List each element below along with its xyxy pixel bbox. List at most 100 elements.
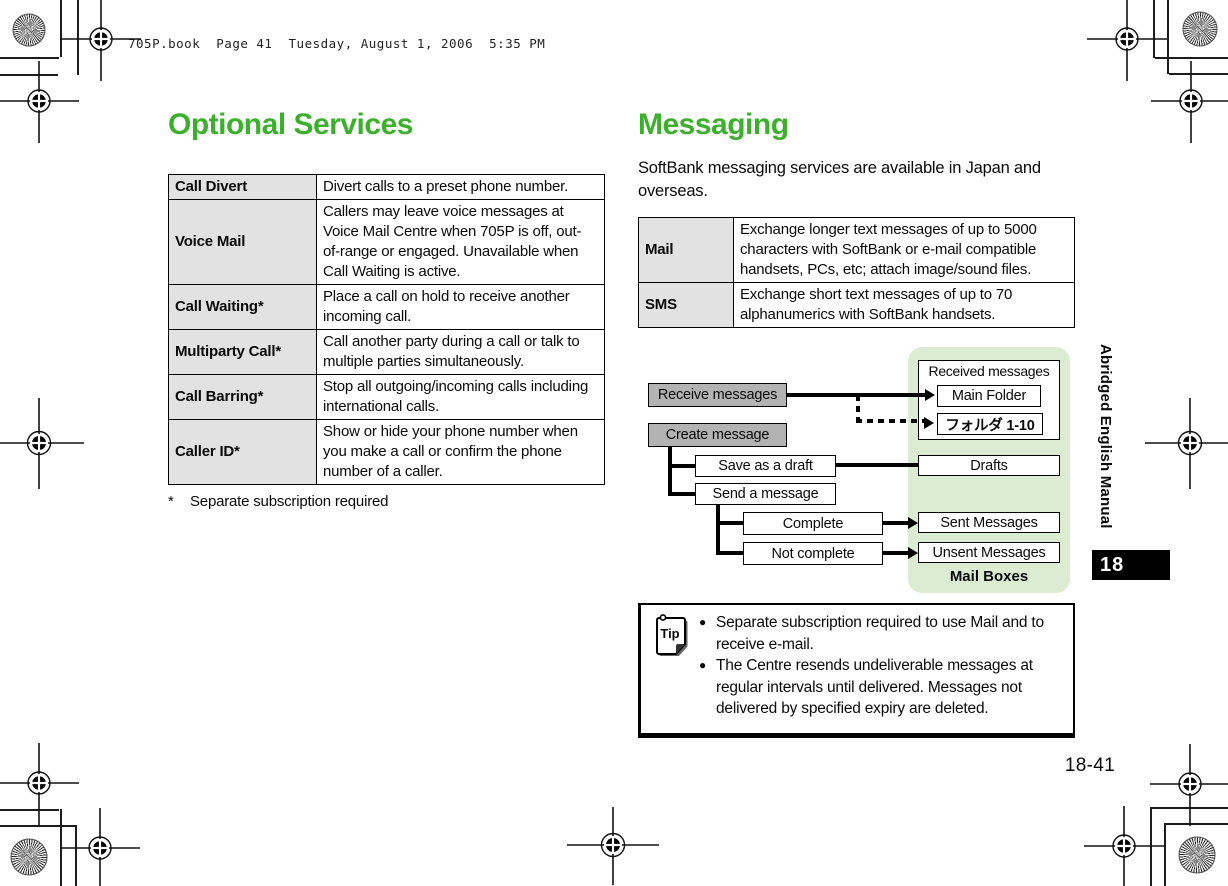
crop-mark (1153, 0, 1155, 58)
messaging-intro: SoftBank messaging services are availabl… (638, 159, 1041, 200)
connector-line (716, 551, 743, 555)
crop-mark (0, 809, 59, 811)
tip-bullet-list: Separate subscription required to use Ma… (699, 612, 1067, 720)
crop-mark (1165, 823, 1228, 825)
service-description: Exchange short text messages of up to 70… (733, 282, 1075, 328)
optional-services-section: Optional Services Call Divert Divert cal… (168, 108, 605, 510)
main-folder-box: Main Folder (937, 385, 1041, 407)
footnote-asterisk: * (168, 493, 174, 510)
table-row: Voice Mail Callers may leave voice messa… (168, 199, 605, 285)
connector-line (883, 551, 909, 555)
tip-bullet: Separate subscription required to use Ma… (699, 612, 1067, 655)
service-name: Mail (638, 217, 734, 283)
arrowhead-icon (925, 389, 935, 401)
table-row: Call Barring* Stop all outgoing/incoming… (168, 374, 605, 420)
table-row: Call Divert Divert calls to a preset pho… (168, 174, 605, 200)
messaging-section: Messaging SoftBank messaging services ar… (638, 108, 1075, 328)
table-row: SMS Exchange short text messages of up t… (638, 282, 1075, 328)
starburst-mark (10, 838, 48, 876)
registration-mark (0, 61, 79, 143)
registration-mark (567, 807, 659, 885)
arrowhead-icon (908, 547, 918, 559)
messaging-table: Mail Exchange longer text messages of up… (638, 217, 1075, 328)
footnote-text: Separate subscription required (190, 493, 389, 510)
connector-line (668, 492, 695, 496)
registration-mark (0, 398, 84, 489)
dashed-connector (856, 395, 860, 423)
tip-bullet: The Centre resends undeliverable message… (699, 655, 1067, 720)
starburst-mark (1178, 836, 1216, 874)
service-description: Stop all outgoing/incoming calls includi… (316, 374, 605, 420)
table-row: Mail Exchange longer text messages of up… (638, 217, 1075, 283)
not-complete-box: Not complete (743, 542, 883, 565)
table-row: Multiparty Call* Call another party duri… (168, 329, 605, 375)
dashed-connector (856, 419, 924, 423)
tip-note-icon: Tip (651, 612, 691, 657)
arrowhead-icon (908, 517, 918, 529)
starburst-mark (1182, 11, 1218, 47)
drafts-box: Drafts (918, 455, 1060, 476)
crop-mark (1155, 57, 1228, 59)
page-title: Optional Services (168, 108, 413, 141)
service-name: SMS (638, 282, 734, 328)
mail-boxes-label: Mail Boxes (949, 568, 1029, 585)
service-name: Call Waiting* (168, 284, 317, 330)
chapter-tab: 18 (1092, 550, 1170, 580)
create-message-box: Create message (648, 423, 787, 447)
service-description: Divert calls to a preset phone number. (316, 174, 605, 200)
folder-1-10-box: フォルダ 1-10 (937, 413, 1043, 435)
service-name: Multiparty Call* (168, 329, 317, 375)
crop-mark (60, 0, 62, 57)
registration-mark (60, 808, 140, 886)
table-row: Call Waiting* Place a call on hold to re… (168, 284, 605, 330)
optional-services-table: Call Divert Divert calls to a preset pho… (168, 174, 605, 485)
connector-line (836, 463, 918, 467)
crop-mark (0, 825, 76, 827)
service-description: Exchange longer text messages of up to 5… (733, 217, 1075, 283)
message-flow-diagram: Received messages Main Folder フォルダ 1-10 … (638, 345, 1075, 595)
service-name: Caller ID* (168, 419, 317, 485)
crop-mark (1167, 0, 1169, 74)
starburst-mark (12, 13, 46, 47)
registration-mark (1150, 744, 1228, 826)
crop-mark (77, 0, 79, 75)
service-name: Voice Mail (168, 199, 317, 285)
connector-line (883, 521, 909, 525)
page-number: 18-41 (1064, 755, 1115, 776)
crop-mark (0, 74, 58, 76)
registration-mark (1084, 806, 1164, 886)
service-description: Place a call on hold to receive another … (316, 284, 605, 330)
connector-line (716, 505, 720, 553)
connector-line (668, 447, 672, 496)
side-tab-label: Abridged English Manual (1097, 344, 1114, 529)
crop-mark (1150, 807, 1228, 809)
save-as-draft-box: Save as a draft (695, 455, 836, 477)
service-name: Call Barring* (168, 374, 317, 420)
crop-mark (1164, 823, 1166, 886)
send-message-box: Send a message (695, 483, 836, 505)
print-job-header: 705P.book Page 41 Tuesday, August 1, 200… (128, 36, 546, 51)
footnote: * Separate subscription required (168, 493, 605, 510)
registration-mark (1151, 61, 1228, 143)
crop-mark (75, 825, 77, 886)
crop-mark (1169, 73, 1228, 75)
sent-messages-box: Sent Messages (918, 512, 1060, 533)
complete-box: Complete (743, 512, 883, 535)
service-description: Callers may leave voice messages at Voic… (316, 199, 605, 285)
received-messages-label: Received messages (928, 363, 1050, 379)
tip-box: Tip Separate subscription required to us… (638, 603, 1075, 738)
connector-line (716, 521, 743, 525)
receive-messages-box: Receive messages (648, 383, 787, 407)
service-description: Show or hide your phone number when you … (316, 419, 605, 485)
registration-mark (0, 743, 79, 825)
table-row: Caller ID* Show or hide your phone numbe… (168, 419, 605, 485)
registration-mark (1145, 398, 1228, 489)
registration-mark (1087, 0, 1167, 81)
tip-label: Tip (660, 626, 680, 641)
service-description: Call another party during a call or talk… (316, 329, 605, 375)
connector-line (668, 464, 695, 468)
unsent-messages-box: Unsent Messages (918, 542, 1060, 563)
registration-mark (61, 0, 141, 81)
arrowhead-icon (924, 417, 934, 429)
page-title: Messaging (638, 108, 789, 141)
